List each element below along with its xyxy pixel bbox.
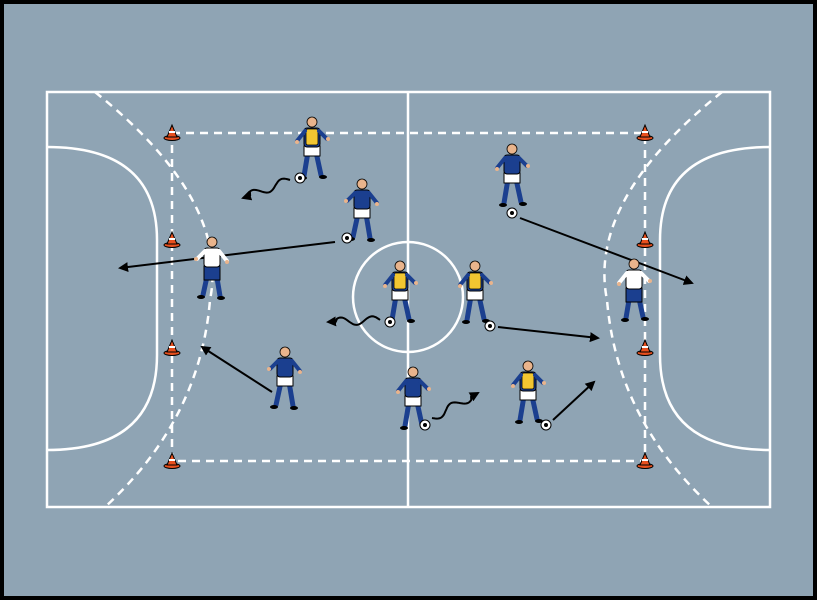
player-icon [295, 116, 330, 180]
arrows-layer [118, 177, 694, 421]
ball-icon [484, 320, 496, 332]
pass-arrow-icon [118, 241, 336, 273]
player-icon [511, 360, 546, 424]
cone-icon [163, 338, 181, 356]
right-goal-area [658, 145, 771, 452]
cone-icon [163, 123, 181, 141]
ball-icon [419, 419, 431, 431]
dashed-drill-zone [170, 131, 647, 463]
players-layer [194, 116, 652, 431]
center-circle [351, 240, 465, 354]
left-goal-area [46, 145, 159, 452]
ball-icon [341, 232, 353, 244]
cone-icon [163, 451, 181, 469]
cone-icon [636, 123, 654, 141]
pass-arrow-icon [200, 345, 273, 393]
coach-icon [194, 236, 229, 300]
drill-markings [94, 91, 723, 508]
ball-icon [540, 419, 552, 431]
ball-icon [294, 172, 306, 184]
left-dashed-arc [94, 91, 214, 508]
player-icon [495, 143, 530, 207]
dribble-arrow-icon [241, 177, 291, 201]
cone-icon [636, 338, 654, 356]
coach-icon [617, 258, 652, 322]
cone-icon [636, 451, 654, 469]
cone-icon [163, 230, 181, 248]
right-dashed-arc [603, 91, 723, 508]
pass-arrow-icon [519, 217, 694, 285]
ball-icon [384, 316, 396, 328]
player-icon [344, 178, 379, 242]
pass-arrow-icon [497, 326, 600, 343]
dribble-arrow-icon [431, 392, 480, 420]
pass-arrow-icon [552, 380, 596, 421]
dribble-arrow-icon [326, 315, 381, 327]
cones-layer [163, 123, 654, 469]
player-icon [267, 346, 302, 410]
ball-icon [506, 207, 518, 219]
cone-icon [636, 230, 654, 248]
player-icon [458, 260, 493, 324]
